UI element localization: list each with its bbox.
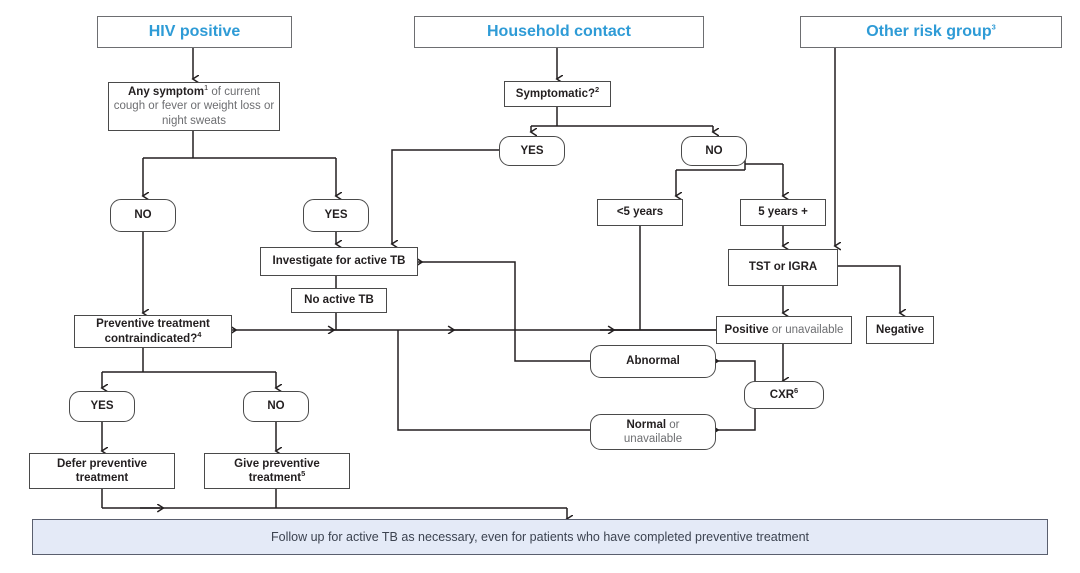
node-hiv-no-label: NO: [134, 209, 152, 222]
banner-follow-up[interactable]: Follow up for active TB as necessary, ev…: [32, 519, 1048, 555]
node-investigate-for-active-tb[interactable]: Investigate for active TB: [260, 247, 418, 276]
node-under-5-years[interactable]: <5 years: [597, 199, 683, 226]
node-investigate-for-active-tb-label: Investigate for active TB: [272, 255, 406, 268]
node-positive-or-unavailable-label: Positive or unavailable: [724, 323, 844, 336]
footnote-ref-3: 3: [991, 22, 996, 32]
node-positive-or-unavailable[interactable]: Positive or unavailable: [716, 316, 852, 344]
node-preventive-yes[interactable]: YES: [69, 391, 135, 422]
node-cxr-label: CXR6: [769, 386, 799, 401]
node-give-preventive-treatment-label: Give preventive treatment5: [234, 457, 320, 484]
node-negative-label: Negative: [876, 323, 924, 336]
node-under-5-years-label: <5 years: [616, 206, 664, 219]
node-preventive-yes-label: YES: [90, 400, 114, 413]
node-hiv-no[interactable]: NO: [110, 199, 176, 232]
node-hiv-yes-label: YES: [324, 209, 348, 222]
node-defer-preventive-treatment[interactable]: Defer preventive treatment: [29, 453, 175, 489]
node-any-symptom-label: Any symptom1 of current cough or fever o…: [113, 83, 275, 127]
banner-follow-up-label: Follow up for active TB as necessary, ev…: [270, 530, 809, 544]
node-any-symptom[interactable]: Any symptom1 of current cough or fever o…: [108, 82, 280, 131]
node-household-no-label: NO: [705, 144, 723, 157]
footnote-ref-1: 1: [204, 83, 209, 93]
node-defer-preventive-treatment-label: Defer preventive treatment: [56, 457, 148, 484]
header-other-risk-group-label: Other risk group3: [866, 22, 996, 41]
footnote-ref-4: 4: [197, 329, 202, 339]
node-no-active-tb[interactable]: No active TB: [291, 288, 387, 313]
node-abnormal-label: Abnormal: [626, 355, 680, 368]
node-household-yes-label: YES: [520, 144, 544, 157]
node-preventive-no-label: NO: [267, 400, 285, 413]
node-preventive-treatment-contraindicated[interactable]: Preventive treatment contraindicated?4: [74, 315, 232, 348]
node-preventive-treatment-contraindicated-label: Preventive treatment contraindicated?4: [96, 318, 210, 345]
node-household-no[interactable]: NO: [681, 136, 747, 166]
node-cxr[interactable]: CXR6: [744, 381, 824, 409]
header-household-contact-label: Household contact: [486, 23, 631, 41]
node-no-active-tb-label: No active TB: [304, 294, 374, 307]
node-symptomatic[interactable]: Symptomatic?2: [504, 81, 611, 107]
node-hiv-yes[interactable]: YES: [303, 199, 369, 232]
node-negative[interactable]: Negative: [866, 316, 934, 344]
header-household-contact[interactable]: Household contact: [414, 16, 704, 48]
node-over-5-years[interactable]: 5 years +: [740, 199, 826, 226]
node-give-preventive-treatment[interactable]: Give preventive treatment5: [204, 453, 350, 489]
node-tst-or-igra-label: TST or IGRA: [748, 261, 818, 274]
node-tst-or-igra[interactable]: TST or IGRA: [728, 249, 838, 286]
node-preventive-no[interactable]: NO: [243, 391, 309, 422]
node-household-yes[interactable]: YES: [499, 136, 565, 166]
node-abnormal[interactable]: Abnormal: [590, 345, 716, 378]
footnote-ref-2: 2: [595, 85, 600, 95]
header-other-risk-group[interactable]: Other risk group3: [800, 16, 1062, 48]
header-hiv-positive[interactable]: HIV positive: [97, 16, 292, 48]
node-over-5-years-label: 5 years +: [758, 206, 808, 219]
footnote-ref-5: 5: [301, 469, 306, 479]
header-hiv-positive-label: HIV positive: [148, 23, 241, 41]
footnote-ref-6: 6: [794, 386, 799, 396]
node-symptomatic-label: Symptomatic?2: [515, 85, 600, 100]
